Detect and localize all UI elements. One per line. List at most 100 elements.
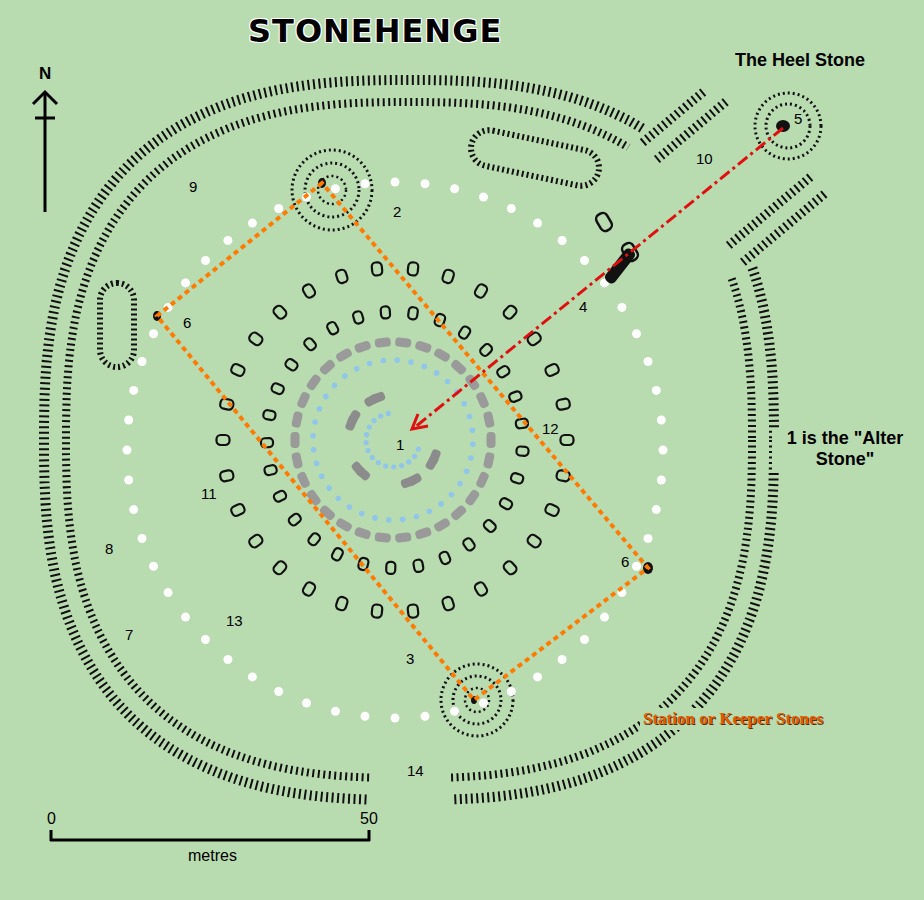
bluestone [445, 379, 451, 385]
y-hole [272, 304, 288, 320]
bluestone [449, 492, 455, 498]
aubrey-hole [558, 655, 567, 664]
sarsen-stone [395, 337, 412, 348]
callout-number: 12 [541, 420, 560, 437]
scale-value: 50 [360, 810, 378, 828]
compass-shaft [44, 92, 47, 212]
z-hole [496, 365, 511, 379]
bluestone [468, 455, 474, 461]
sarsen-stone [475, 471, 490, 489]
stone-outline [594, 211, 613, 233]
bluestone [332, 383, 338, 389]
sarsen-stone [414, 340, 432, 354]
aubrey-hole [124, 416, 133, 425]
y-hole [230, 363, 246, 377]
y-hole [502, 304, 518, 320]
z-hole [270, 382, 285, 395]
callout-number: 13 [225, 612, 244, 629]
aubrey-hole [657, 476, 666, 485]
solstice-axis [414, 128, 783, 428]
sarsen-stone [354, 526, 372, 540]
bluestone [470, 441, 476, 447]
z-hole [263, 410, 277, 421]
callout-number: 7 [124, 626, 134, 643]
callout-number: 1 [395, 436, 405, 453]
aubrey-hole [124, 476, 133, 485]
callout-number: 14 [406, 762, 425, 779]
callout-number: 4 [578, 298, 588, 315]
bluestone [366, 448, 371, 453]
z-hole [264, 464, 278, 476]
callout-number: 6 [182, 314, 192, 331]
y-hole [230, 503, 246, 517]
z-hole [352, 310, 364, 324]
aubrey-hole [644, 357, 653, 366]
aubrey-hole [223, 236, 232, 245]
plan-features [100, 93, 821, 736]
aubrey-hole [600, 613, 609, 622]
bluestone [354, 366, 360, 372]
aubrey-hole [652, 386, 661, 395]
sarsen-stone [450, 504, 468, 521]
stone-outline [620, 241, 639, 263]
z-hole [462, 537, 476, 552]
legend-note: Station or Keeper Stones [640, 708, 826, 730]
z-hole [516, 446, 529, 456]
z-hole [307, 532, 322, 547]
z-hole [482, 519, 497, 534]
trilithon-stone [346, 409, 361, 426]
sarsen-stone [483, 452, 495, 470]
bluestone [372, 515, 378, 521]
z-hole [326, 321, 340, 336]
aubrey-hole [274, 687, 283, 696]
scale-tick [50, 830, 53, 841]
sarsen-stone [335, 347, 353, 363]
bluestone [414, 514, 420, 520]
sarsen-stone [296, 391, 311, 409]
aubrey-hole [507, 687, 516, 696]
bluestone [462, 401, 468, 407]
diagram-title: STONEHENGE [248, 12, 502, 50]
aubrey-hole [421, 179, 430, 188]
z-hole [386, 562, 395, 574]
inner-bank [66, 102, 752, 778]
barrow-ring [318, 176, 346, 204]
y-hole [301, 581, 316, 597]
y-hole [473, 581, 488, 597]
sarsen-stone [433, 347, 451, 363]
aubrey-hole [129, 386, 138, 395]
compass-head [33, 92, 57, 104]
sarsen-stone [483, 411, 495, 429]
sarsen-stone [374, 337, 391, 348]
bluestone [359, 511, 365, 517]
aubrey-hole [361, 712, 370, 721]
sarsen-stone [318, 359, 336, 376]
y-hole [441, 596, 455, 611]
heel-ring [755, 93, 821, 159]
aubrey-hole [149, 562, 158, 571]
y-hole [335, 269, 349, 284]
z-hole [287, 512, 302, 527]
z-hole [303, 337, 318, 352]
y-hole [248, 331, 264, 347]
scale-value: 0 [47, 810, 56, 828]
z-hole [331, 547, 344, 562]
bluestone [347, 504, 353, 510]
aubrey-hole [248, 672, 257, 681]
z-hole [413, 559, 424, 572]
aubrey-hole [138, 357, 147, 366]
bluestone [317, 406, 323, 412]
y-hole [407, 604, 418, 618]
aubrey-hole [533, 219, 542, 228]
bluestone [467, 414, 473, 420]
callout-number: 8 [104, 540, 114, 557]
bluestone [438, 501, 444, 507]
trilithon-stone [424, 454, 439, 471]
aubrey-hole [617, 303, 626, 312]
aubrey-hole [331, 707, 340, 716]
callout-number: 9 [188, 178, 198, 195]
aubrey-hole [558, 236, 567, 245]
sarsen-stone [395, 532, 412, 543]
callout-number: 11 [200, 485, 218, 502]
